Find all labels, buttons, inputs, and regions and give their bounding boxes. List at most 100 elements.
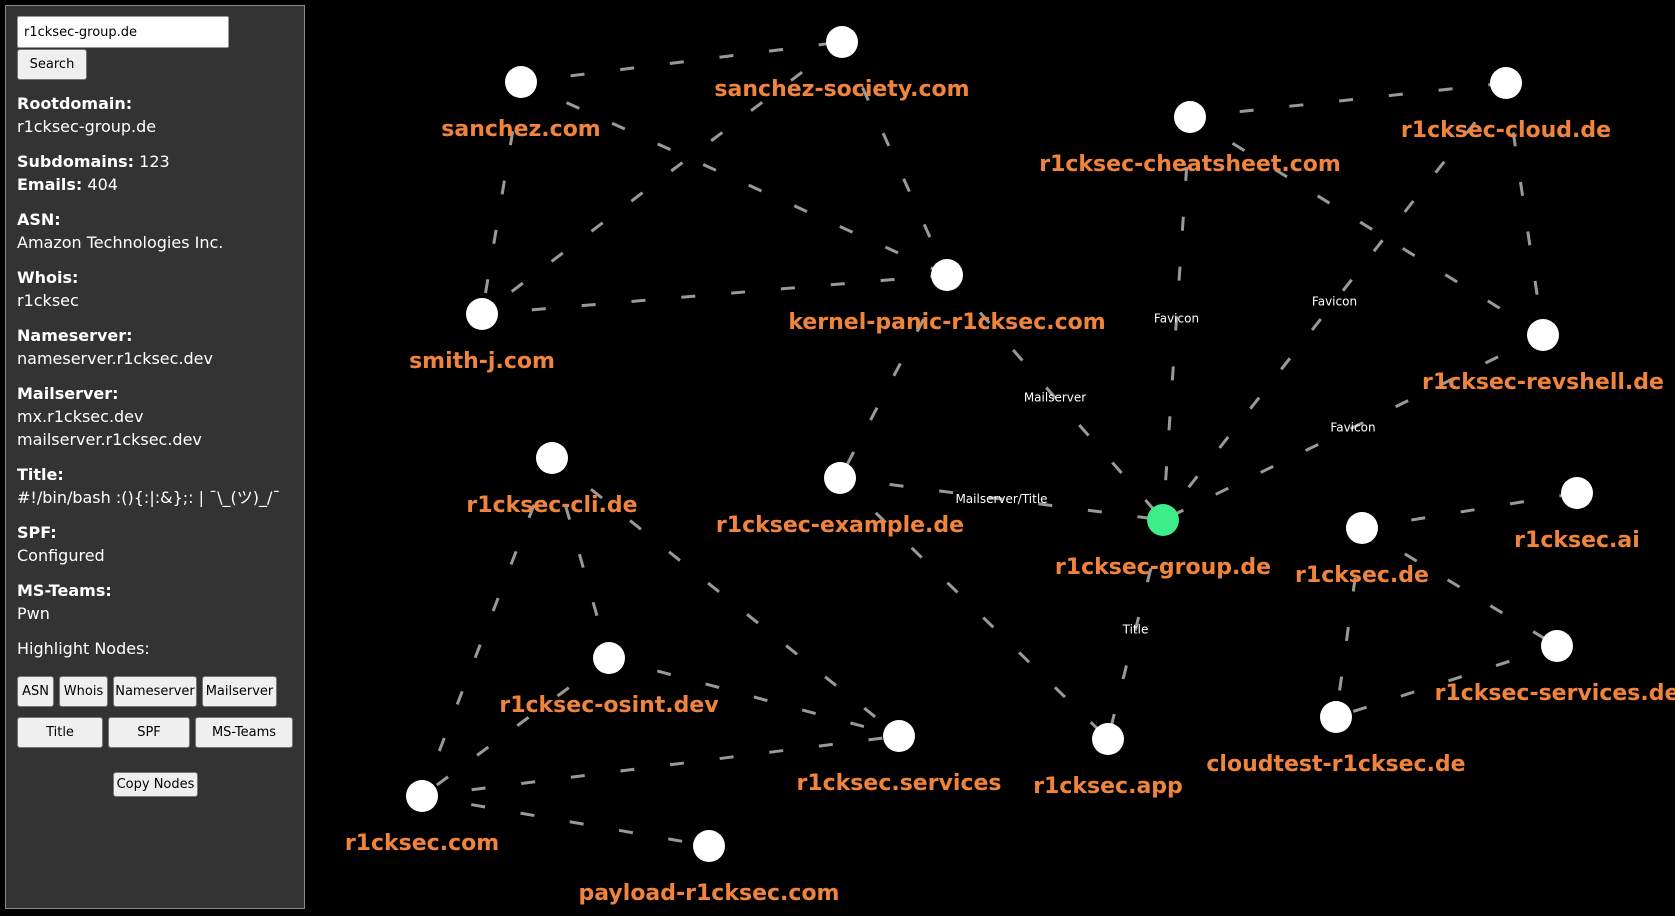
graph-edge xyxy=(1361,526,1558,648)
domain-node[interactable] xyxy=(931,259,963,291)
graph-edge xyxy=(839,476,1164,522)
domain-node-label: r1cksec.app xyxy=(1033,774,1183,799)
side-panel: Search Rootdomain: r1cksec-group.de Subd… xyxy=(5,5,305,909)
spf-info: SPF: Configured xyxy=(17,521,294,567)
copy-nodes-button[interactable]: Copy Nodes xyxy=(113,772,198,797)
mailserver-label: Mailserver: xyxy=(17,384,119,403)
title-info: Title: #!/bin/bash :(){:|:&};: | ¯\_(ツ)_… xyxy=(17,463,294,509)
domain-node-label: kernel-panic-r1cksec.com xyxy=(788,310,1105,335)
edge-label: Title xyxy=(1122,623,1149,637)
graph-edge xyxy=(481,273,948,316)
edge-label: Mailserver/Title xyxy=(955,492,1047,506)
highlight-nameserver-button[interactable]: Nameserver xyxy=(113,676,197,707)
domain-node-label: r1cksec-group.de xyxy=(1055,555,1271,580)
highlight-buttons-row: Title SPF MS-Teams xyxy=(17,717,294,748)
graph-edge xyxy=(608,656,900,738)
domain-node[interactable] xyxy=(826,26,858,58)
mailserver-value: mailserver.r1cksec.dev xyxy=(17,430,202,449)
root-domain-node[interactable] xyxy=(1147,504,1179,536)
highlight-buttons-row: ASN Whois Nameserver Mailserver xyxy=(17,676,294,707)
graph-edge xyxy=(1189,81,1507,119)
whois-value: r1cksec xyxy=(17,291,79,310)
domain-node-label: r1cksec.services xyxy=(796,771,1001,796)
graph-edge xyxy=(1504,82,1545,336)
mailserver-value: mx.r1cksec.dev xyxy=(17,407,144,426)
domain-node-label: r1cksec.ai xyxy=(1514,528,1640,553)
domain-node[interactable] xyxy=(406,780,438,812)
domain-node[interactable] xyxy=(883,720,915,752)
mailserver-info: Mailserver: mx.r1cksec.dev mailserver.r1… xyxy=(17,382,294,451)
edge-label: Favicon xyxy=(1154,312,1199,326)
graph-edge xyxy=(520,40,843,84)
whois-info: Whois: r1cksec xyxy=(17,266,294,312)
search-button[interactable]: Search xyxy=(17,49,87,80)
graph-edge xyxy=(840,41,949,276)
graph-edge xyxy=(838,274,949,479)
domain-node-label: r1cksec-cheatsheet.com xyxy=(1039,152,1341,177)
domain-node-label: r1cksec-cli.de xyxy=(466,493,637,518)
msteams-label: MS-Teams: xyxy=(17,581,112,600)
graph-edge xyxy=(421,734,900,798)
domain-node[interactable] xyxy=(824,462,856,494)
domain-node[interactable] xyxy=(1490,67,1522,99)
spf-value: Configured xyxy=(17,546,105,565)
domain-search-input[interactable] xyxy=(17,16,229,48)
spf-label: SPF: xyxy=(17,523,57,542)
graph-edge xyxy=(1361,491,1578,530)
graph-edge xyxy=(838,476,1110,741)
domain-node[interactable] xyxy=(1174,101,1206,133)
domain-node[interactable] xyxy=(536,442,568,474)
rootdomain-info: Rootdomain: r1cksec-group.de xyxy=(17,92,294,138)
highlight-whois-button[interactable]: Whois xyxy=(59,676,108,707)
domain-node-label: r1cksec-osint.dev xyxy=(499,693,719,718)
counts-info: Subdomains: 123 Emails: 404 xyxy=(17,150,294,196)
domain-node-label: r1cksec-cloud.de xyxy=(1401,118,1611,143)
highlight-spf-button[interactable]: SPF xyxy=(108,717,190,748)
highlight-asn-button[interactable]: ASN xyxy=(17,676,54,707)
domain-node[interactable] xyxy=(593,642,625,674)
domain-node-label: sanchez.com xyxy=(441,117,600,142)
nameserver-info: Nameserver: nameserver.r1cksec.dev xyxy=(17,324,294,370)
whois-label: Whois: xyxy=(17,268,79,287)
domain-node[interactable] xyxy=(1320,701,1352,733)
edge-label: Favicon xyxy=(1312,295,1357,309)
domain-node[interactable] xyxy=(1561,477,1593,509)
highlight-mailserver-button[interactable]: Mailserver xyxy=(202,676,277,707)
domain-node[interactable] xyxy=(466,298,498,330)
graph-edge xyxy=(1334,527,1364,718)
graph-edge xyxy=(945,274,1165,521)
rootdomain-value: r1cksec-group.de xyxy=(17,117,157,136)
domain-node[interactable] xyxy=(1541,630,1573,662)
domain-node-label: r1cksec.com xyxy=(345,831,499,856)
title-value: #!/bin/bash :(){:|:&};: | ¯\_(ツ)_/¯ xyxy=(17,488,281,507)
domain-node[interactable] xyxy=(1527,319,1559,351)
domain-node-label: r1cksec-example.de xyxy=(716,513,964,538)
domain-node-label: cloudtest-r1cksec.de xyxy=(1206,752,1465,777)
domain-node[interactable] xyxy=(505,66,537,98)
domain-node[interactable] xyxy=(1346,512,1378,544)
domain-node-label: sanchez-society.com xyxy=(714,77,969,102)
domain-node-label: r1cksec.de xyxy=(1295,563,1429,588)
emails-value: 404 xyxy=(87,175,118,194)
edge-label: Favicon xyxy=(1330,421,1375,435)
graph-edge xyxy=(520,80,948,277)
graph-edge xyxy=(420,457,554,797)
highlight-msteams-button[interactable]: MS-Teams xyxy=(195,717,293,748)
highlight-nodes-label: Highlight Nodes: xyxy=(17,639,150,658)
title-label: Title: xyxy=(17,465,64,484)
emails-label: Emails: xyxy=(17,175,83,194)
subdomains-value: 123 xyxy=(139,152,170,171)
graph-edge xyxy=(1162,333,1544,522)
domain-node[interactable] xyxy=(1092,723,1124,755)
subdomains-label: Subdomains: xyxy=(17,152,135,171)
asn-label: ASN: xyxy=(17,210,61,229)
domain-node[interactable] xyxy=(693,830,725,862)
highlight-title-button[interactable]: Title xyxy=(17,717,103,748)
graph-edge xyxy=(1161,116,1192,521)
rootdomain-label: Rootdomain: xyxy=(17,94,133,113)
domain-node-label: smith-j.com xyxy=(409,349,555,374)
graph-edge xyxy=(1106,519,1165,740)
domain-node-label: payload-r1cksec.com xyxy=(579,881,840,906)
asn-value: Amazon Technologies Inc. xyxy=(17,233,224,252)
